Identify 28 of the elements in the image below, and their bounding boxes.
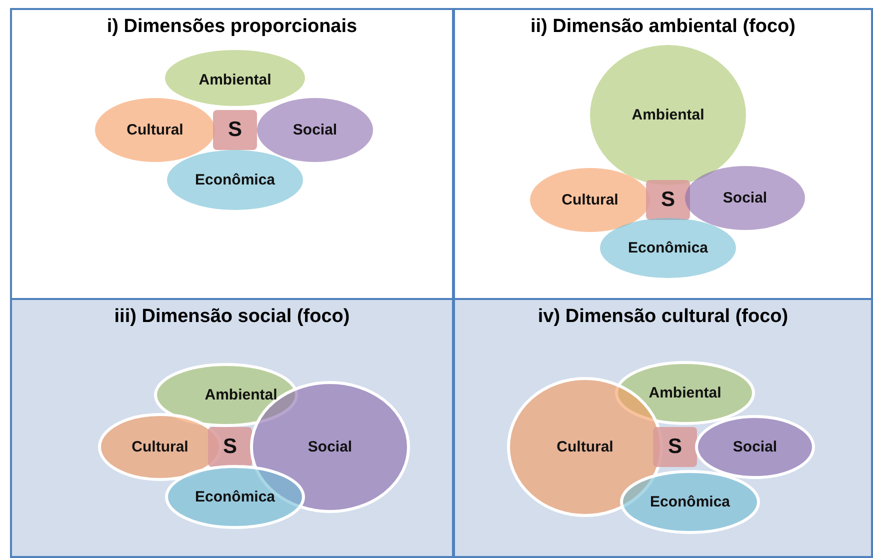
dimension-label: Ambiental	[204, 386, 278, 404]
panel	[453, 8, 873, 300]
dimension-label: Ambiental	[648, 384, 722, 402]
panel-title: i) Dimensões proporcionais	[106, 16, 358, 38]
dimension-label: Ambiental	[198, 72, 272, 88]
panel	[10, 8, 454, 300]
panel-title: iii) Dimensão social (foco)	[114, 306, 350, 328]
dimension-label: Econômica	[650, 494, 730, 510]
dimension-label: Social	[722, 190, 768, 206]
center-label: S	[223, 435, 237, 459]
center-label: S	[228, 118, 242, 142]
dimension-label: Social	[292, 122, 338, 138]
panel-title: ii) Dimensão ambiental (foco)	[530, 16, 796, 38]
dimension-label: Econômica	[628, 240, 708, 256]
dimension-label: Cultural	[132, 438, 188, 456]
dimension-label: Econômica	[194, 172, 276, 188]
dimension-label: Cultural	[556, 438, 614, 456]
panel	[10, 298, 454, 558]
dimension-label: Ambiental	[632, 106, 704, 124]
panel-title: iv) Dimensão cultural (foco)	[538, 306, 788, 328]
dimension-label: Social	[308, 438, 352, 456]
dimension-label: Econômica	[194, 488, 276, 506]
dimension-label: Cultural	[562, 192, 618, 208]
center-label: S	[668, 435, 682, 459]
center-label: S	[661, 188, 675, 212]
panel	[453, 298, 873, 558]
dimension-label: Cultural	[126, 122, 184, 138]
dimension-label: Social	[732, 438, 778, 456]
